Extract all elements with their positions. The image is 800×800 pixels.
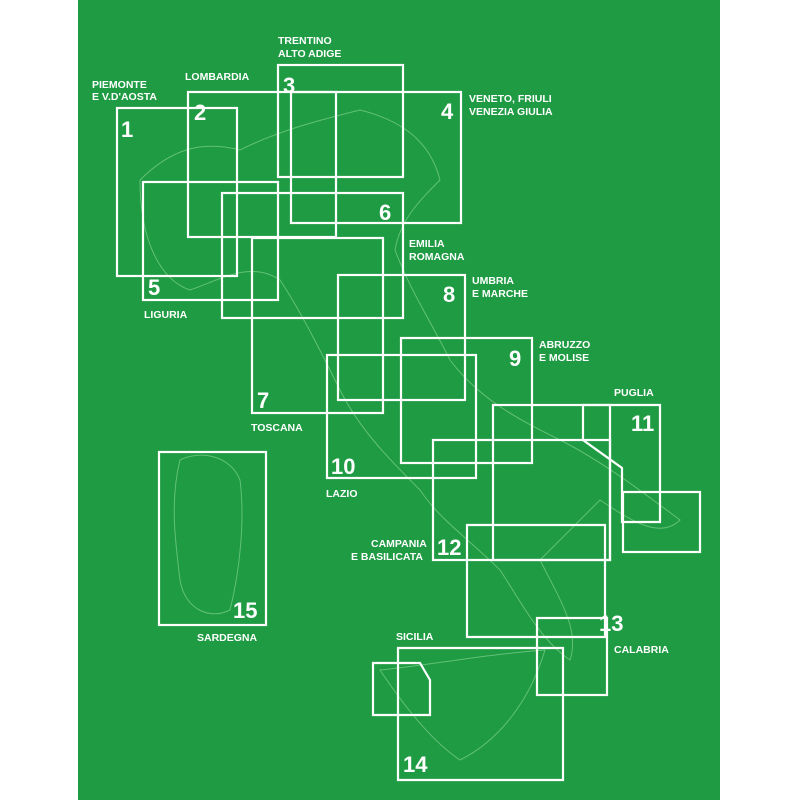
region-label: TOSCANA [251,422,303,434]
sheet-12-box[interactable] [431,438,612,562]
region-label: EMILIA [409,238,445,250]
region-label: VENETO, FRIULI [469,93,552,105]
sheet-11b-box[interactable] [491,403,612,562]
region-label: TRENTINO [278,35,332,47]
sheet-number: 10 [331,454,355,479]
region-label: VENEZIA GIULIA [469,106,553,118]
region-label: CALABRIA [614,644,669,656]
sheet-9-box[interactable] [399,336,534,465]
region-label: PUGLIA [614,387,654,399]
region-labels: PIEMONTE E V.D'AOSTA LOMBARDIA TRENTINO … [92,35,669,656]
coastline-outline [139,109,681,761]
sheet-7-box[interactable] [250,236,385,415]
region-label: SARDEGNA [197,632,258,644]
region-label: LOMBARDIA [185,71,250,83]
sheet-number: 4 [441,99,454,124]
region-label: E MOLISE [539,352,589,364]
region-label: PIEMONTE [92,79,147,91]
region-label: ROMAGNA [409,251,465,263]
sheet-number: 13 [599,611,623,636]
region-label: E BASILICATA [351,551,423,563]
region-label: LIGURIA [144,309,188,321]
sheet-3-box[interactable] [276,63,405,179]
sheet-4-box[interactable] [289,90,463,225]
sheet-11c-box[interactable] [621,490,702,554]
sheet-boxes [115,63,702,782]
sheet-numbers: 1 2 3 4 5 6 7 8 9 10 11 12 13 14 15 [121,73,654,777]
sheet-15-box[interactable] [157,450,268,627]
region-label: ABRUZZO [539,339,590,351]
region-label: CAMPANIA [371,538,427,550]
sheet-number: 15 [233,598,257,623]
sheet-number: 11 [631,411,654,436]
region-label: LAZIO [326,488,358,500]
region-label: SICILIA [396,631,434,643]
sheet-number: 2 [194,100,206,125]
region-label: UMBRIA [472,275,514,287]
sheet-13b-box[interactable] [535,616,609,697]
region-label: E MARCHE [472,288,528,300]
region-label: E V.D'AOSTA [92,91,157,103]
sheet-number: 3 [283,73,295,98]
sheet-number: 12 [437,535,461,560]
sheet-number: 9 [509,346,521,371]
sheet-number: 6 [379,200,391,225]
sheet-number: 1 [121,117,133,142]
sheet-5-box[interactable] [141,180,280,302]
sheet-2-box[interactable] [186,90,338,239]
sheet-14-box[interactable] [396,646,565,782]
region-label: ALTO ADIGE [278,48,341,60]
sheet-number: 8 [443,282,455,307]
sheet-number: 5 [148,275,160,300]
sheet-number: 7 [257,388,269,413]
sheet-13-box[interactable] [465,523,607,639]
sheet-10-box[interactable] [325,353,478,480]
sheet-14b-box[interactable] [371,661,432,717]
sheet-1-box[interactable] [115,106,239,278]
sheet-number: 14 [403,752,428,777]
sheet-6-box[interactable] [220,191,405,320]
